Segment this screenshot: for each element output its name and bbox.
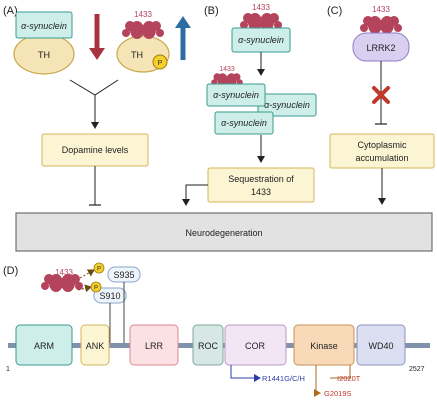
th-right-label: TH bbox=[131, 50, 143, 60]
domain-kinase bbox=[293, 324, 355, 366]
sequestration-label-line1: Sequestration of bbox=[228, 174, 294, 184]
up-arrow-icon bbox=[175, 16, 191, 28]
alpha-synuclein-box-a bbox=[15, 11, 73, 39]
protein-1433-d-label: 1433 bbox=[55, 268, 73, 277]
phospho-label-a: P bbox=[158, 60, 163, 67]
domain-ank-label: ANK bbox=[86, 341, 105, 351]
domain-roc-label: ROC bbox=[198, 341, 219, 351]
alpha-synuclein-label-a: α-synuclein bbox=[21, 21, 67, 31]
panel-c-label: (C) bbox=[327, 5, 342, 17]
phospho-icon-d1 bbox=[93, 262, 105, 274]
mutation-pointer-g2019s bbox=[314, 365, 321, 397]
sequence-start: 1 bbox=[6, 366, 10, 373]
domain-cor-label: COR bbox=[245, 341, 266, 351]
arrow-sequestration-to-neuro bbox=[182, 184, 208, 206]
domain-wd40-label: WD40 bbox=[368, 341, 393, 351]
cluster-box-1 bbox=[206, 83, 266, 107]
protein-1433-b-small-label: 1433 bbox=[219, 66, 235, 73]
phospho-icon-d2 bbox=[90, 281, 102, 293]
mutation-pointer-i2020t bbox=[330, 365, 351, 379]
th-left-label: TH bbox=[38, 50, 50, 60]
sequence-end: 2527 bbox=[409, 366, 425, 373]
mutation-r1441: R1441G/C/H bbox=[262, 374, 305, 383]
mutation-i2020t: I2020T bbox=[337, 374, 361, 383]
protein-1433-c-label: 1433 bbox=[372, 5, 390, 14]
domain-cor bbox=[224, 324, 287, 366]
cytoplasmic-label-line2: accumulation bbox=[355, 153, 408, 163]
panel-a-label: (A) bbox=[3, 5, 18, 17]
s935-label: S935 bbox=[113, 270, 134, 280]
domain-lrr bbox=[129, 324, 179, 366]
block-x-icon bbox=[372, 86, 390, 104]
s910-label: S910 bbox=[99, 291, 120, 301]
cluster-box-3 bbox=[214, 111, 274, 135]
dashed-arrow-1 bbox=[79, 269, 95, 279]
merge-lines-a bbox=[69, 79, 119, 96]
lrrk2-label: LRRK2 bbox=[366, 43, 395, 53]
panel-d-label: (D) bbox=[3, 265, 18, 277]
cluster-label-2: α-synuclein bbox=[264, 100, 310, 110]
domain-wd40 bbox=[356, 324, 406, 366]
phospho-icon-a bbox=[152, 54, 168, 70]
domain-kinase-label: Kinase bbox=[310, 341, 338, 351]
mutation-pointer-r1441 bbox=[230, 365, 261, 382]
neurodegeneration-label: Neurodegeneration bbox=[185, 228, 262, 238]
alpha-synuclein-label-b: α-synuclein bbox=[238, 35, 284, 45]
cluster-label-3: α-synuclein bbox=[221, 118, 267, 128]
phospho-label-d2: P bbox=[94, 286, 98, 292]
neurodegeneration-box bbox=[15, 212, 433, 252]
mutation-g2019s: G2019S bbox=[324, 389, 352, 398]
domain-ank bbox=[80, 324, 110, 366]
domain-roc bbox=[192, 324, 224, 366]
protein-1433-b-label: 1433 bbox=[252, 3, 270, 12]
phospho-label-d1: P bbox=[97, 267, 101, 273]
domain-arm-label: ARM bbox=[34, 341, 54, 351]
cluster-label-1: α-synuclein bbox=[213, 90, 259, 100]
cytoplasmic-label-line1: Cytoplasmic bbox=[357, 140, 407, 150]
dopamine-label: Dopamine levels bbox=[62, 145, 129, 155]
panel-b-label: (B) bbox=[204, 5, 219, 17]
protein-1433-a-label: 1433 bbox=[134, 10, 152, 19]
sequestration-label-line2: 1433 bbox=[251, 187, 271, 197]
domain-arm bbox=[15, 324, 73, 366]
protein-1433-c-icon bbox=[360, 16, 402, 34]
down-arrow-icon bbox=[89, 48, 105, 60]
domain-lrr-label: LRR bbox=[145, 341, 164, 351]
